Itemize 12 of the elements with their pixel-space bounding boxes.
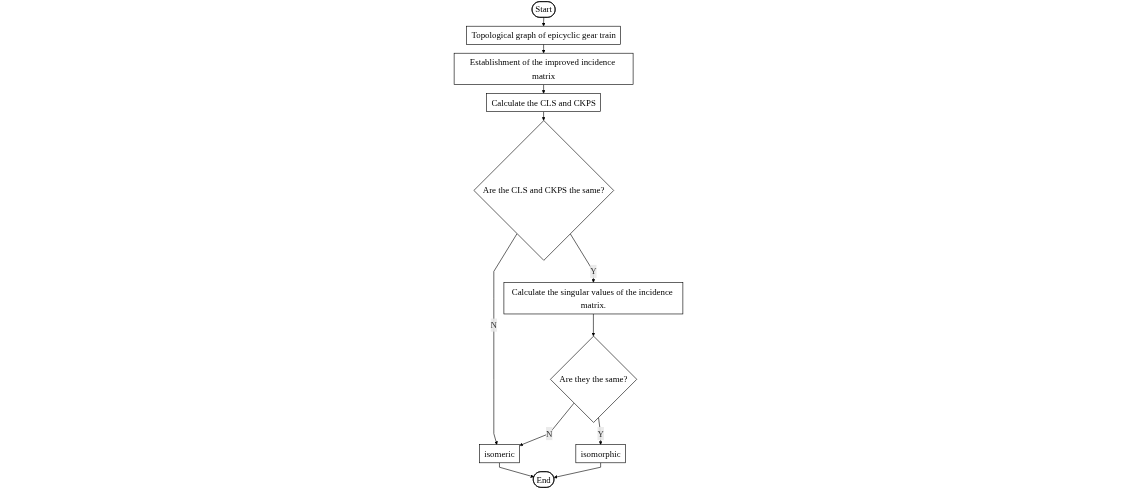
node-box: Topological graph of epicyclic gear train: [466, 25, 621, 45]
node-box: Establishment of the improved incidence matrix: [453, 52, 634, 85]
node-box: isomorphic: [575, 444, 626, 464]
node-diamond: Are they the same?: [550, 335, 638, 423]
edge-label: N: [490, 320, 498, 331]
node-diamond: Are the CLS and CKPS the same?: [473, 120, 614, 261]
edge-label: Y: [597, 428, 604, 439]
edge-label: N: [546, 428, 553, 439]
node-box: isomeric: [479, 444, 520, 464]
node-box: Calculate the CLS and CKPS: [486, 93, 601, 112]
node-box: Calculate the singular values of the incidence matrix.: [503, 282, 684, 315]
edge-label: Y: [590, 266, 597, 277]
